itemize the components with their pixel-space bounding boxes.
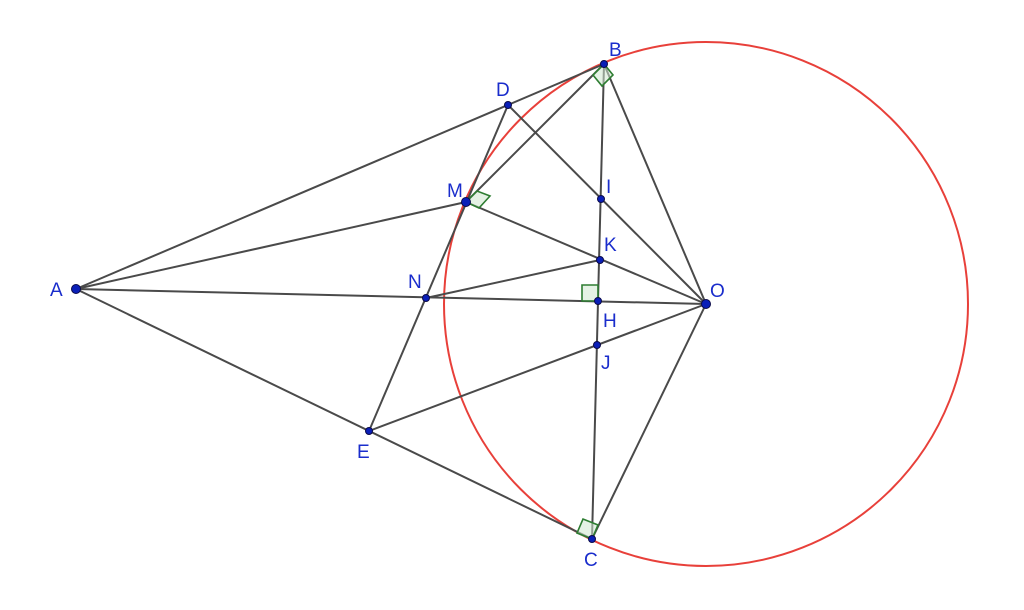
segment-bm bbox=[465, 63, 605, 203]
right-angle-b bbox=[591, 62, 615, 88]
point-e bbox=[365, 427, 373, 435]
segment-am bbox=[75, 201, 467, 290]
label-n: N bbox=[408, 272, 422, 293]
point-o bbox=[701, 299, 711, 309]
right-angle-m bbox=[464, 190, 492, 209]
segments bbox=[75, 63, 707, 540]
label-d: D bbox=[496, 80, 510, 101]
right-angle-c bbox=[575, 517, 600, 541]
point-c bbox=[588, 535, 596, 543]
label-e: E bbox=[357, 442, 370, 463]
point-d bbox=[504, 101, 512, 109]
point-n bbox=[422, 294, 430, 302]
point-k bbox=[596, 256, 604, 264]
segment-ac bbox=[75, 288, 593, 540]
label-i: I bbox=[606, 177, 611, 198]
labels: A B C D E H I J K M N O bbox=[50, 40, 725, 571]
segment-co bbox=[591, 303, 707, 540]
right-angle-h bbox=[581, 284, 599, 302]
label-h: H bbox=[603, 311, 617, 332]
label-m: M bbox=[447, 181, 463, 202]
label-a: A bbox=[50, 280, 63, 301]
segment-do bbox=[507, 104, 707, 305]
segment-nk bbox=[425, 259, 601, 299]
point-m bbox=[461, 197, 471, 207]
circle-o bbox=[443, 41, 969, 567]
label-o: O bbox=[710, 281, 725, 302]
segment-mo bbox=[465, 201, 707, 305]
label-j: J bbox=[601, 353, 611, 374]
segment-ab bbox=[75, 63, 605, 290]
segment-bo bbox=[603, 63, 707, 305]
point-a bbox=[71, 284, 81, 294]
point-i bbox=[597, 195, 605, 203]
right-angle-marks bbox=[464, 62, 615, 541]
point-j bbox=[593, 341, 601, 349]
label-b: B bbox=[609, 40, 622, 61]
points bbox=[71, 60, 711, 543]
label-c: C bbox=[584, 550, 598, 571]
point-h bbox=[594, 297, 602, 305]
point-b bbox=[600, 60, 608, 68]
segment-de bbox=[368, 104, 509, 432]
label-k: K bbox=[604, 235, 617, 256]
segment-ao bbox=[75, 288, 707, 305]
segment-eo bbox=[368, 303, 707, 432]
